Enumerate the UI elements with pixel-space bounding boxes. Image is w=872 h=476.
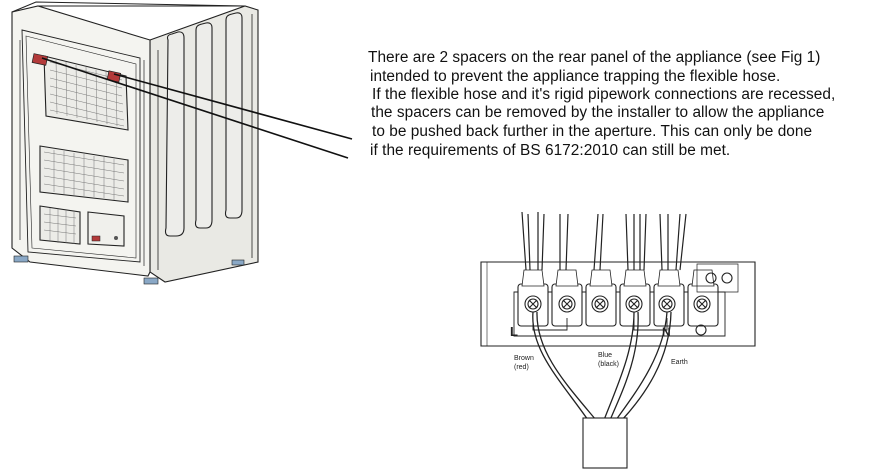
terminal-block-diagram (480, 211, 756, 469)
wire-label-brown: Brown (514, 355, 534, 362)
appliance-rear-drawing (11, 1, 259, 285)
terminal-block-labels: L N Brown (red) Blue (black) Earth (510, 324, 688, 371)
terminal-3 (585, 283, 617, 327)
appliance-back-panel (11, 5, 151, 277)
terminal-letter-live: L (510, 324, 518, 339)
wire-label-brown-alt: (red) (514, 364, 529, 371)
terminal-4 (619, 283, 651, 327)
wire-label-blue: Blue (598, 352, 612, 359)
terminal-2 (551, 283, 583, 327)
earth-terminal-marker (695, 324, 707, 336)
supply-cable-wires (532, 311, 672, 421)
foot-front-left (13, 255, 29, 263)
foot-front-right (143, 277, 159, 285)
terminal-letter-neutral: N (662, 325, 671, 339)
wire-label-blue-alt: (black) (598, 361, 619, 368)
terminal-5 (653, 283, 685, 327)
terminal-block-body (480, 261, 756, 347)
spacer-callout-lines (41, 57, 353, 159)
terminals (517, 283, 719, 327)
cable-sleeve (582, 417, 628, 469)
wire-label-earth: Earth (671, 359, 688, 366)
spacer-left (31, 53, 49, 66)
terminal-6 (687, 283, 719, 327)
top-link-wires (521, 211, 687, 271)
foot-rear-right (231, 259, 245, 266)
terminal-1 (517, 283, 549, 327)
